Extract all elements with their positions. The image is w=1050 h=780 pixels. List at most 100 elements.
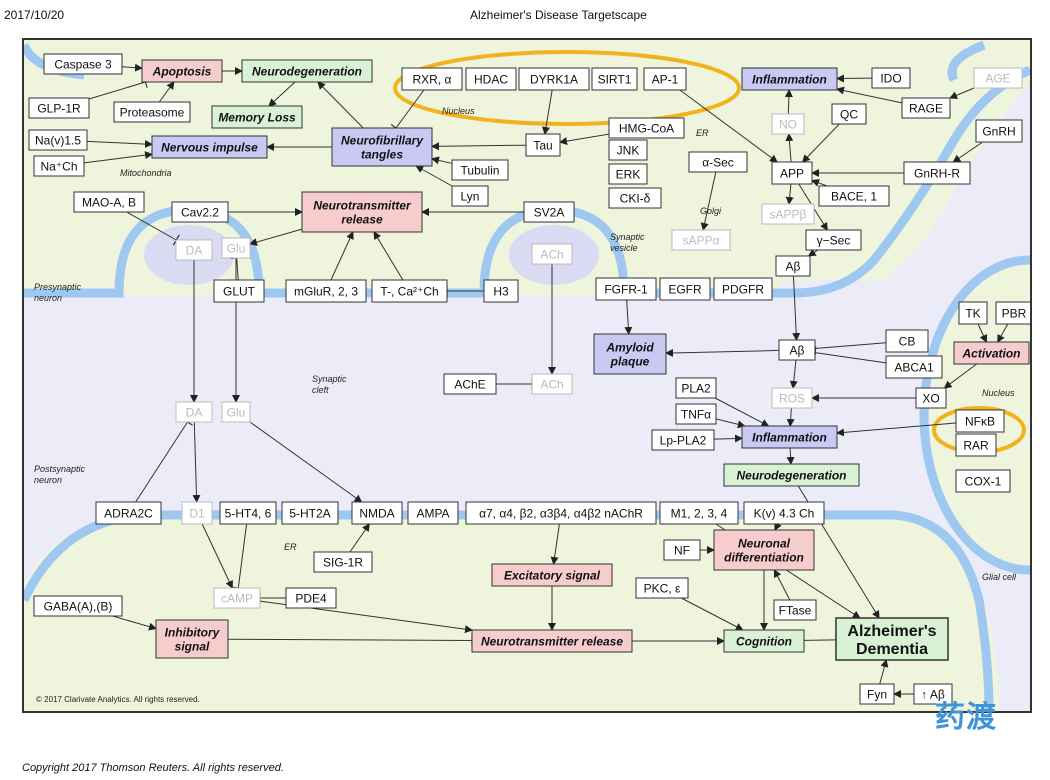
- node-label: Amyloid: [605, 340, 654, 354]
- node-box: [221, 401, 251, 423]
- node-box: [901, 97, 951, 119]
- node-box: [741, 425, 838, 449]
- node-hmgcoa: HMG-CoA: [608, 117, 685, 139]
- node-box: [608, 117, 685, 139]
- node-label: IDO: [880, 71, 901, 85]
- nucleus-ring-1: [393, 50, 741, 126]
- node-box: [175, 401, 213, 423]
- node-label: cAMP: [221, 591, 253, 605]
- inhibition-edge: [237, 523, 248, 589]
- node-box: [171, 201, 229, 223]
- node-box: [713, 529, 815, 571]
- node-label: NMDA: [359, 506, 394, 520]
- node-box: [608, 139, 648, 161]
- node-box: [241, 59, 373, 83]
- node-sv2a: SV2A: [523, 201, 575, 223]
- node-label: Neurodegeneration: [252, 64, 362, 78]
- node-box: [213, 279, 265, 303]
- node-label: RAGE: [909, 101, 943, 115]
- node-box: [211, 105, 303, 129]
- node-pdgfr: PDGFR: [713, 277, 773, 301]
- node-box: [859, 683, 895, 705]
- node-rxr: RXR, α: [401, 67, 463, 91]
- node-label: SIRT1: [598, 72, 632, 86]
- node-glut: GLUT: [213, 279, 265, 303]
- node-ab1: Aβ: [775, 255, 811, 277]
- node-ht2a: 5-HT2A: [281, 501, 339, 525]
- node-camp: cAMP: [213, 587, 261, 609]
- node-label: Dementia: [856, 641, 928, 658]
- node-ht46: 5-HT4, 6: [219, 501, 277, 525]
- node-label: SIG-1R: [323, 555, 363, 569]
- activation-edge: [952, 141, 984, 163]
- node-box: [155, 619, 229, 659]
- node-box: [518, 67, 590, 91]
- node-box: [595, 277, 657, 301]
- node-sirt1: SIRT1: [591, 67, 638, 91]
- node-label: release: [341, 212, 383, 226]
- node-label: Na(v)1.5: [35, 133, 81, 147]
- node-box: [73, 191, 145, 213]
- activation-edge: [373, 231, 404, 281]
- node-label: tangles: [361, 147, 403, 161]
- node-ftase: FTase: [773, 599, 817, 621]
- node-label: GnRH-R: [914, 166, 960, 180]
- node-glu2: Glu: [221, 401, 251, 423]
- node-adra2c: ADRA2C: [95, 501, 162, 525]
- node-label: DA: [186, 243, 203, 257]
- node-label: Lp-PLA2: [660, 433, 707, 447]
- node-qc: QC: [831, 103, 867, 125]
- node-label: Aβ: [786, 259, 801, 273]
- node-ros: ROS: [771, 387, 813, 409]
- node-da1: DA: [175, 239, 213, 261]
- node-box: [313, 551, 373, 573]
- node-erk: ERK: [608, 163, 648, 185]
- node-box: [671, 229, 731, 251]
- node-box: [141, 59, 223, 83]
- node-nervimp: Nervous impulse: [151, 135, 268, 159]
- node-nf: NF: [663, 539, 701, 561]
- node-box: [773, 599, 817, 621]
- node-box: [713, 277, 773, 301]
- activation-edge: [997, 323, 1009, 343]
- inhibition-edge: [803, 639, 837, 641]
- node-box: [491, 563, 613, 587]
- node-label: MAO-A, B: [82, 195, 136, 209]
- node-box: [805, 229, 862, 251]
- node-nachr: α7, α4, β2, α3β4, α4β2 nAChR: [465, 501, 657, 525]
- node-label: DA: [186, 405, 203, 419]
- activation-edge: [792, 275, 801, 341]
- node-jnk: JNK: [608, 139, 648, 161]
- node-label: signal: [175, 639, 210, 653]
- node-tca: T-, Ca²⁺Ch: [371, 279, 448, 303]
- activation-edge: [807, 248, 819, 257]
- node-m1234: M1, 2, 3, 4: [659, 501, 739, 525]
- activation-edge: [977, 323, 988, 343]
- activation-edge: [317, 81, 364, 129]
- node-label: RXR, α: [413, 72, 452, 86]
- node-ach2: ACh: [531, 373, 573, 395]
- node-label: ADRA2C: [104, 506, 153, 520]
- node-label: Alzheimer's: [847, 623, 936, 640]
- node-label: 5-HT4, 6: [225, 506, 272, 520]
- node-box: [818, 185, 890, 207]
- node-label: Neurodegeneration: [736, 468, 846, 482]
- node-box: [975, 119, 1023, 143]
- node-dyrk1a: DYRK1A: [518, 67, 590, 91]
- node-box: [871, 67, 911, 89]
- node-box: [591, 67, 638, 91]
- inhibition-edge: [395, 89, 425, 129]
- node-label: NF: [674, 543, 690, 557]
- region-label-presyn: Presynaptic: [34, 282, 82, 292]
- node-box: [958, 301, 988, 325]
- node-lyn: Lyn: [451, 185, 489, 207]
- node-box: [451, 185, 489, 207]
- activation-edge: [789, 359, 798, 389]
- node-label: RAR: [963, 438, 989, 452]
- node-label: FTase: [779, 603, 812, 617]
- activation-edge: [785, 183, 794, 205]
- activation-edge: [786, 447, 795, 465]
- node-box: [33, 155, 85, 177]
